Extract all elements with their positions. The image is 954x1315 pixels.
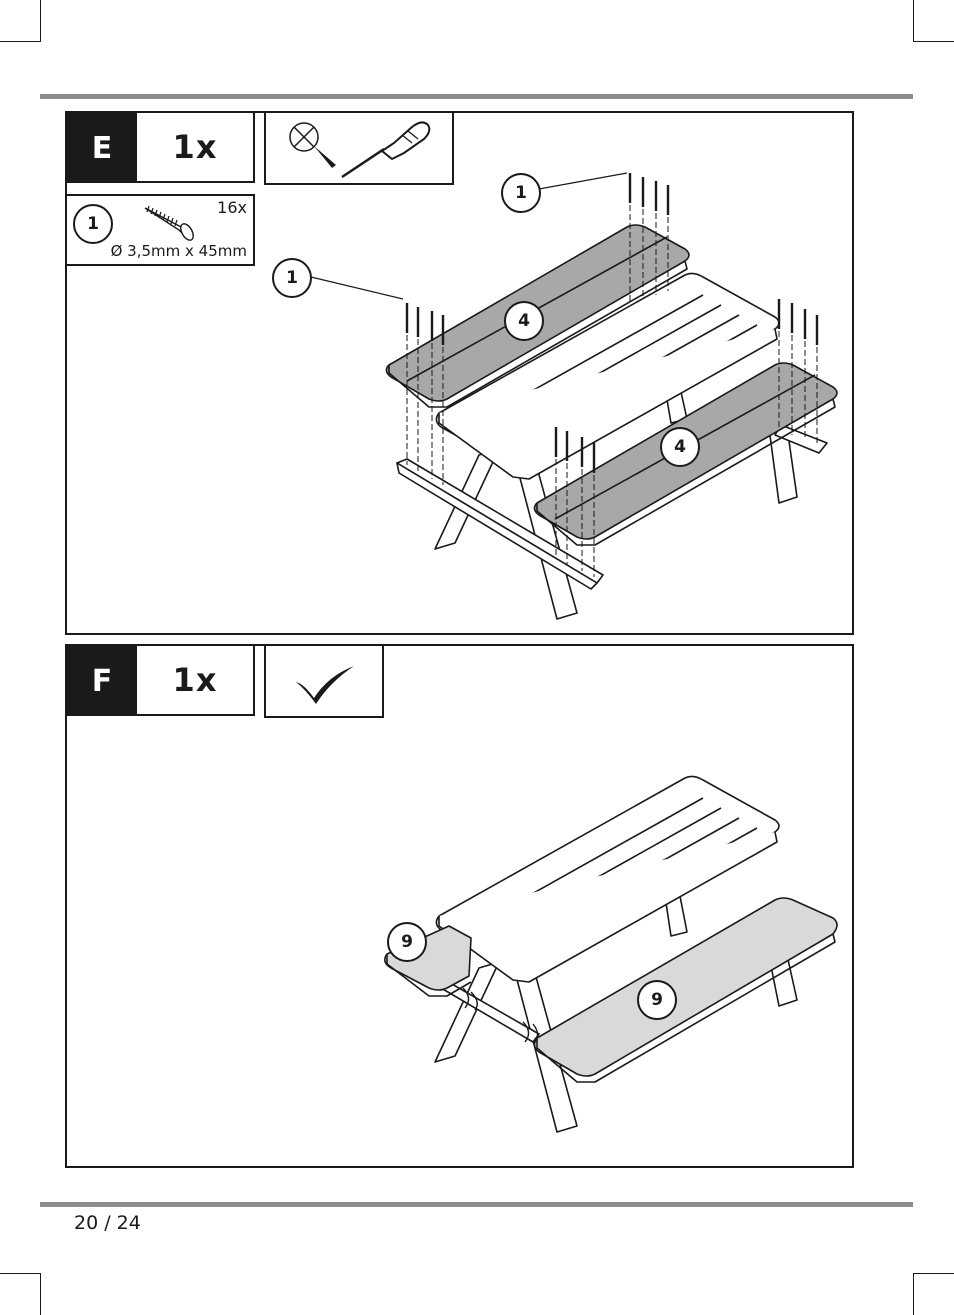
finished-table-illustration [67,646,852,1166]
callout-cushion-right: 9 [637,980,677,1020]
crop-mark-bottom-right-h [913,1273,954,1274]
crop-mark-bottom-left-v [40,1273,41,1315]
crop-mark-bottom-right-v [913,1273,914,1315]
callout-bench-front: 4 [660,427,700,467]
callout-cushion-left: 9 [387,922,427,962]
crop-mark-top-left-v [40,0,41,42]
crop-mark-bottom-left-h [0,1273,41,1274]
header-rule [40,94,913,99]
page-number: 20 / 24 [74,1212,141,1234]
footer-rule [40,1202,913,1207]
callout-screw-right: 1 [501,173,541,213]
crop-mark-top-right-v [913,0,914,42]
callout-bench-back: 4 [504,301,544,341]
step-f-panel: F 1x [65,644,854,1168]
crop-mark-top-left-h [0,41,41,42]
callout-screw-left: 1 [272,258,312,298]
step-e-panel: E 1x 1 [65,111,854,635]
assembly-illustration [67,113,852,633]
crop-mark-top-right-h [913,41,954,42]
